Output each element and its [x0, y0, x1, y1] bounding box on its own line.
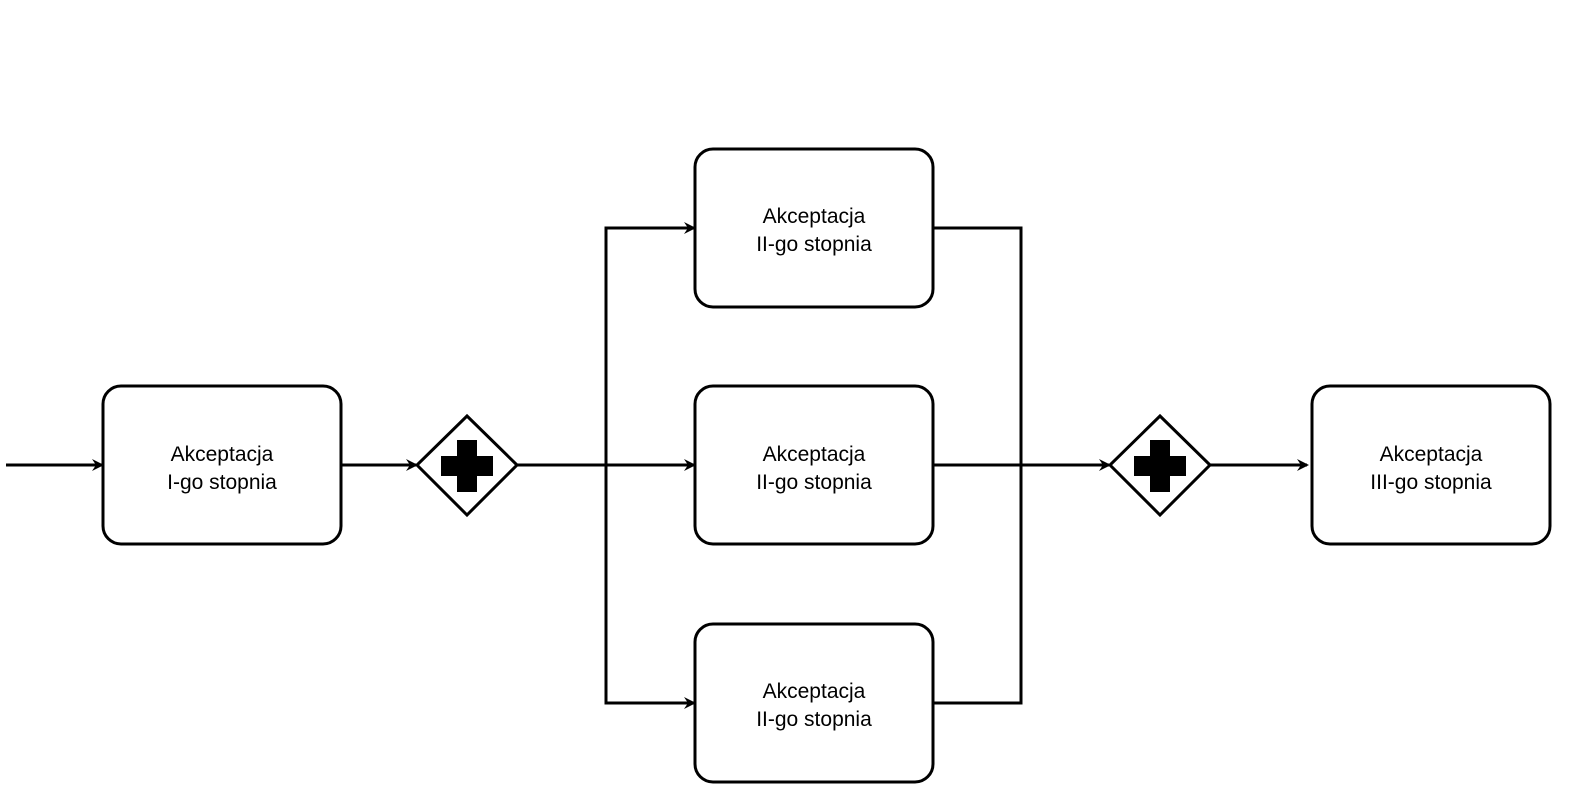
sequence-flows	[6, 222, 1309, 709]
flow-split-to-task-2c	[604, 465, 696, 709]
flow-task-2c-to-join	[933, 465, 1023, 705]
task-label-line2: II-go stopnia	[756, 233, 872, 256]
task-label-line1: Akceptacja	[763, 443, 866, 466]
task-label-line1: Akceptacja	[763, 680, 866, 703]
flow-task-2a-to-join	[933, 226, 1023, 465]
task-label-line2: II-go stopnia	[756, 708, 872, 731]
parallel-split-gateway[interactable]	[414, 413, 520, 518]
task-label-line2: I-go stopnia	[167, 471, 277, 494]
task-akceptacja-i[interactable]: Akceptacja I-go stopnia	[101, 384, 343, 546]
task-label-line2: III-go stopnia	[1370, 471, 1492, 494]
task-akceptacja-iii[interactable]: Akceptacja III-go stopnia	[1310, 384, 1552, 546]
plus-icon	[441, 440, 493, 492]
task-akceptacja-ii-bottom[interactable]: Akceptacja II-go stopnia	[693, 622, 935, 784]
plus-icon	[1134, 440, 1186, 492]
task-akceptacja-ii-middle[interactable]: Akceptacja II-go stopnia	[693, 384, 935, 546]
task-label-line1: Akceptacja	[171, 443, 274, 466]
flow-split-to-task-2a	[604, 222, 696, 465]
parallel-join-gateway[interactable]	[1107, 413, 1213, 518]
task-label-line1: Akceptacja	[1380, 443, 1483, 466]
task-label-line1: Akceptacja	[763, 205, 866, 228]
task-akceptacja-ii-top[interactable]: Akceptacja II-go stopnia	[693, 147, 935, 309]
task-label-line2: II-go stopnia	[756, 471, 872, 494]
